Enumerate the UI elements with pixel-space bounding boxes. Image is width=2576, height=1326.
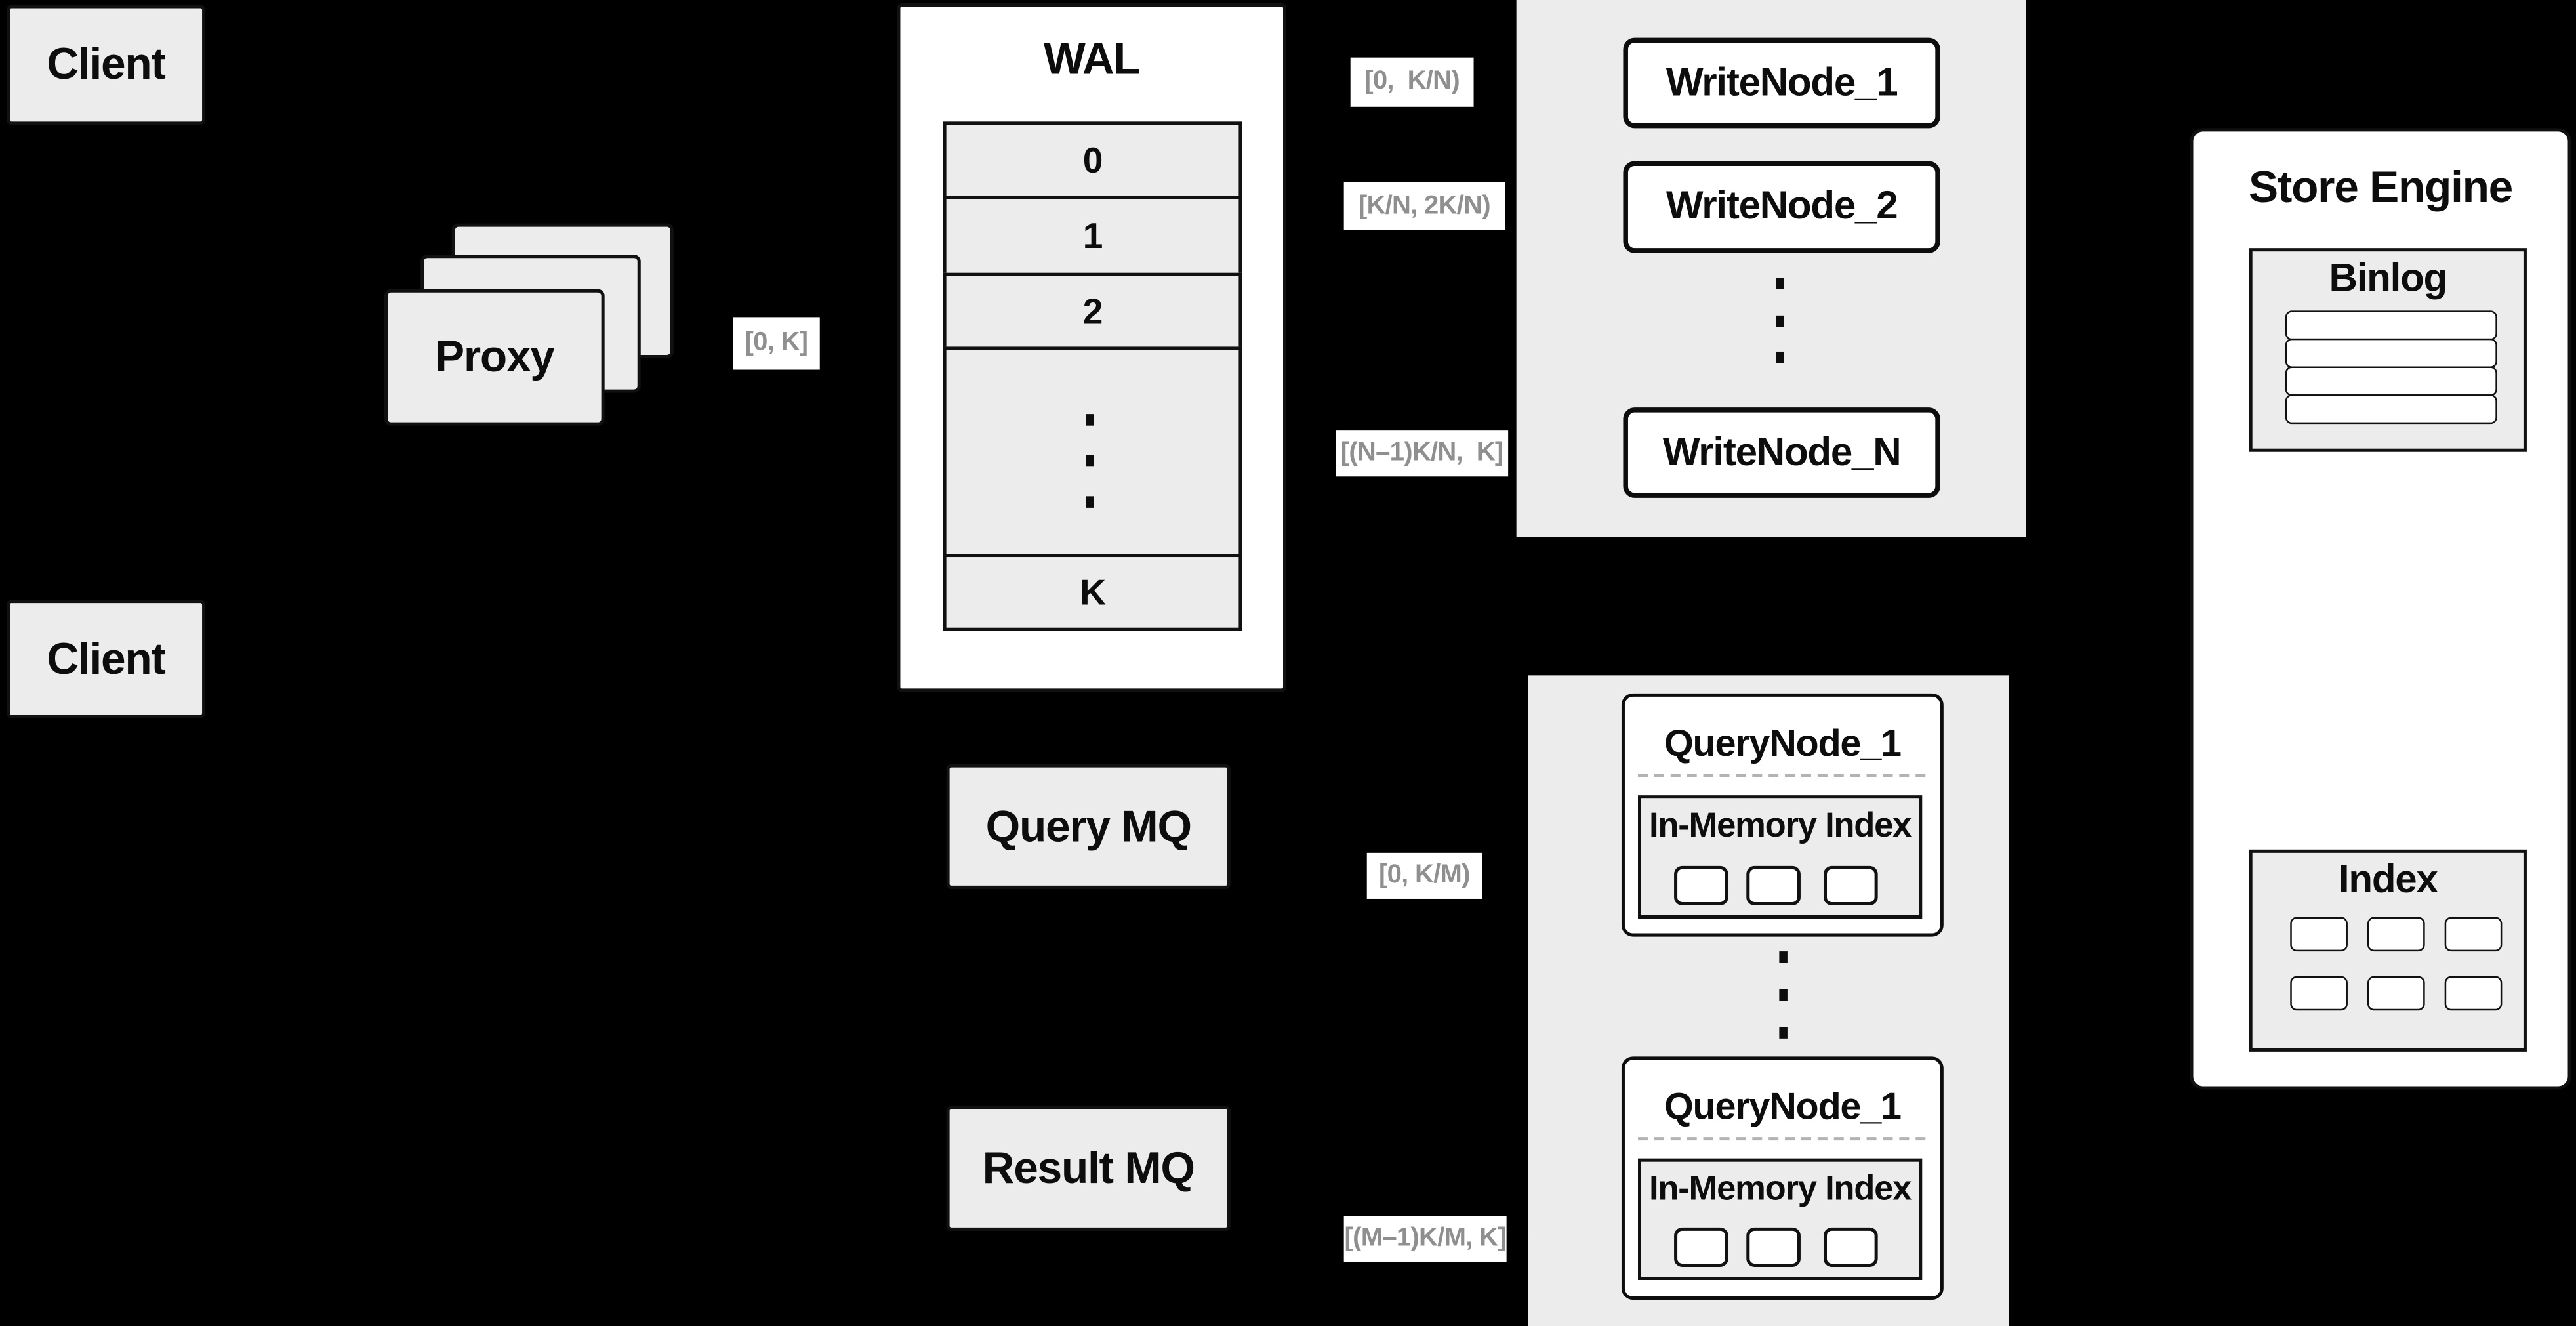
- proxy-label: Proxy: [434, 331, 555, 382]
- write-node-n: WriteNode_N: [1623, 407, 1940, 498]
- binlog-row: [2285, 366, 2497, 396]
- ellipsis-dot: [1086, 455, 1094, 467]
- range-label-query1: [0, K/M): [1366, 852, 1482, 899]
- query-node-2-title-text: QueryNode_1: [1664, 1083, 1902, 1127]
- index-cell: [2290, 976, 2348, 1011]
- ellipsis-dot: [1779, 989, 1788, 1001]
- binlog-row: [2285, 310, 2497, 341]
- range-query1-text: [0, K/M): [1379, 861, 1470, 889]
- wal-title-text: WAL: [1043, 33, 1141, 83]
- client-node-bottom: Client: [7, 600, 206, 718]
- range-writeN-text: [(N–1)K/N, K]: [1340, 438, 1504, 467]
- segment-cell: [1746, 865, 1801, 905]
- in-memory-index-2: In-Memory Index: [1637, 1158, 1923, 1281]
- index-cell: [2290, 917, 2348, 952]
- ellipsis-dot: [1776, 351, 1784, 363]
- write-node-1-label: WriteNode_1: [1666, 60, 1898, 105]
- range-write1-text: [0, K/N): [1364, 67, 1460, 96]
- index-cell: [2367, 917, 2425, 952]
- store-engine-container: Store Engine Binlog Index: [2190, 128, 2571, 1090]
- index-box: Index: [2249, 849, 2527, 1052]
- wal-row-k: K: [943, 554, 1242, 631]
- in-memory-index-1: In-Memory Index: [1637, 795, 1923, 919]
- query-node-2-title: QueryNode_1: [1625, 1083, 1940, 1129]
- store-engine-title-text: Store Engine: [2248, 161, 2513, 211]
- in-memory-index-1-title: In-Memory Index: [1641, 805, 1919, 848]
- binlog-title: Binlog: [2253, 256, 2524, 301]
- segment-cell: [1674, 865, 1728, 905]
- client-node-top: Client: [7, 5, 206, 125]
- wal-row-0-text: 0: [1082, 138, 1103, 180]
- ellipsis-dot: [1776, 315, 1784, 327]
- wal-row-k-text: K: [1080, 571, 1106, 612]
- range-proxy-out-text: [0, K]: [745, 328, 808, 357]
- write-node-2: WriteNode_2: [1623, 161, 1940, 253]
- ellipsis-dot: [1776, 278, 1784, 289]
- binlog-row: [2285, 338, 2497, 369]
- in-memory-index-1-text: In-Memory Index: [1649, 806, 1912, 845]
- range-write2-text: [K/N, 2K/N): [1358, 191, 1491, 220]
- wal-title: WAL: [897, 33, 1286, 85]
- range-label-writeN: [(N–1)K/N, K]: [1336, 430, 1509, 477]
- segment-cell: [1746, 1227, 1801, 1267]
- index-cell: [2367, 976, 2425, 1011]
- client-bottom-label: Client: [47, 633, 166, 683]
- ellipsis-dot: [1779, 951, 1788, 963]
- query-node-2-divider: [1637, 1137, 1926, 1141]
- query-mq-label: Query MQ: [985, 800, 1192, 851]
- wal-row-2: 2: [943, 272, 1242, 350]
- index-cell: [2444, 976, 2503, 1011]
- in-memory-index-2-title: In-Memory Index: [1641, 1169, 1919, 1211]
- segment-cell: [1674, 1227, 1728, 1267]
- ellipsis-dot: [1086, 414, 1094, 426]
- write-node-n-label: WriteNode_N: [1662, 429, 1902, 474]
- query-mq-node: Query MQ: [946, 764, 1231, 889]
- wal-row-1: 1: [943, 196, 1242, 276]
- query-node-1-title: QueryNode_1: [1625, 720, 1940, 766]
- range-label-write1: [0, K/N): [1350, 57, 1474, 107]
- query-node-2: QueryNode_1 In-Memory Index: [1621, 1056, 1944, 1300]
- range-label-write2: [K/N, 2K/N): [1343, 182, 1505, 230]
- wal-row-2-text: 2: [1082, 290, 1103, 331]
- range-label-queryM: [(M–1)K/M, K]: [1343, 1216, 1507, 1262]
- range-label-proxy-out: [0, K]: [733, 317, 820, 370]
- store-engine-title: Store Engine: [2194, 161, 2568, 213]
- result-mq-node: Result MQ: [946, 1106, 1231, 1231]
- write-node-1: WriteNode_1: [1623, 37, 1940, 129]
- ellipsis-dot: [1086, 496, 1094, 508]
- index-title-text: Index: [2338, 858, 2438, 902]
- query-node-1: QueryNode_1 In-Memory Index: [1621, 693, 1944, 937]
- ellipsis-dot: [1779, 1027, 1788, 1039]
- range-queryM-text: [(M–1)K/M, K]: [1344, 1224, 1507, 1253]
- result-mq-label: Result MQ: [982, 1142, 1195, 1193]
- wal-row-1-text: 1: [1082, 214, 1103, 256]
- wal-row-ellipsis: [943, 346, 1242, 558]
- binlog-row: [2285, 394, 2497, 425]
- wal-row-0: 0: [943, 121, 1242, 199]
- query-node-1-divider: [1637, 774, 1926, 777]
- write-node-2-label: WriteNode_2: [1666, 184, 1898, 229]
- index-title: Index: [2253, 858, 2524, 902]
- client-top-label: Client: [47, 39, 166, 89]
- index-cell: [2444, 917, 2503, 952]
- segment-cell: [1823, 1227, 1878, 1267]
- in-memory-index-2-text: In-Memory Index: [1649, 1170, 1912, 1208]
- binlog-title-text: Binlog: [2329, 256, 2448, 301]
- proxy-node: Proxy: [384, 289, 605, 426]
- query-node-1-title-text: QueryNode_1: [1664, 720, 1902, 764]
- segment-cell: [1823, 865, 1878, 905]
- binlog-box: Binlog: [2249, 248, 2527, 452]
